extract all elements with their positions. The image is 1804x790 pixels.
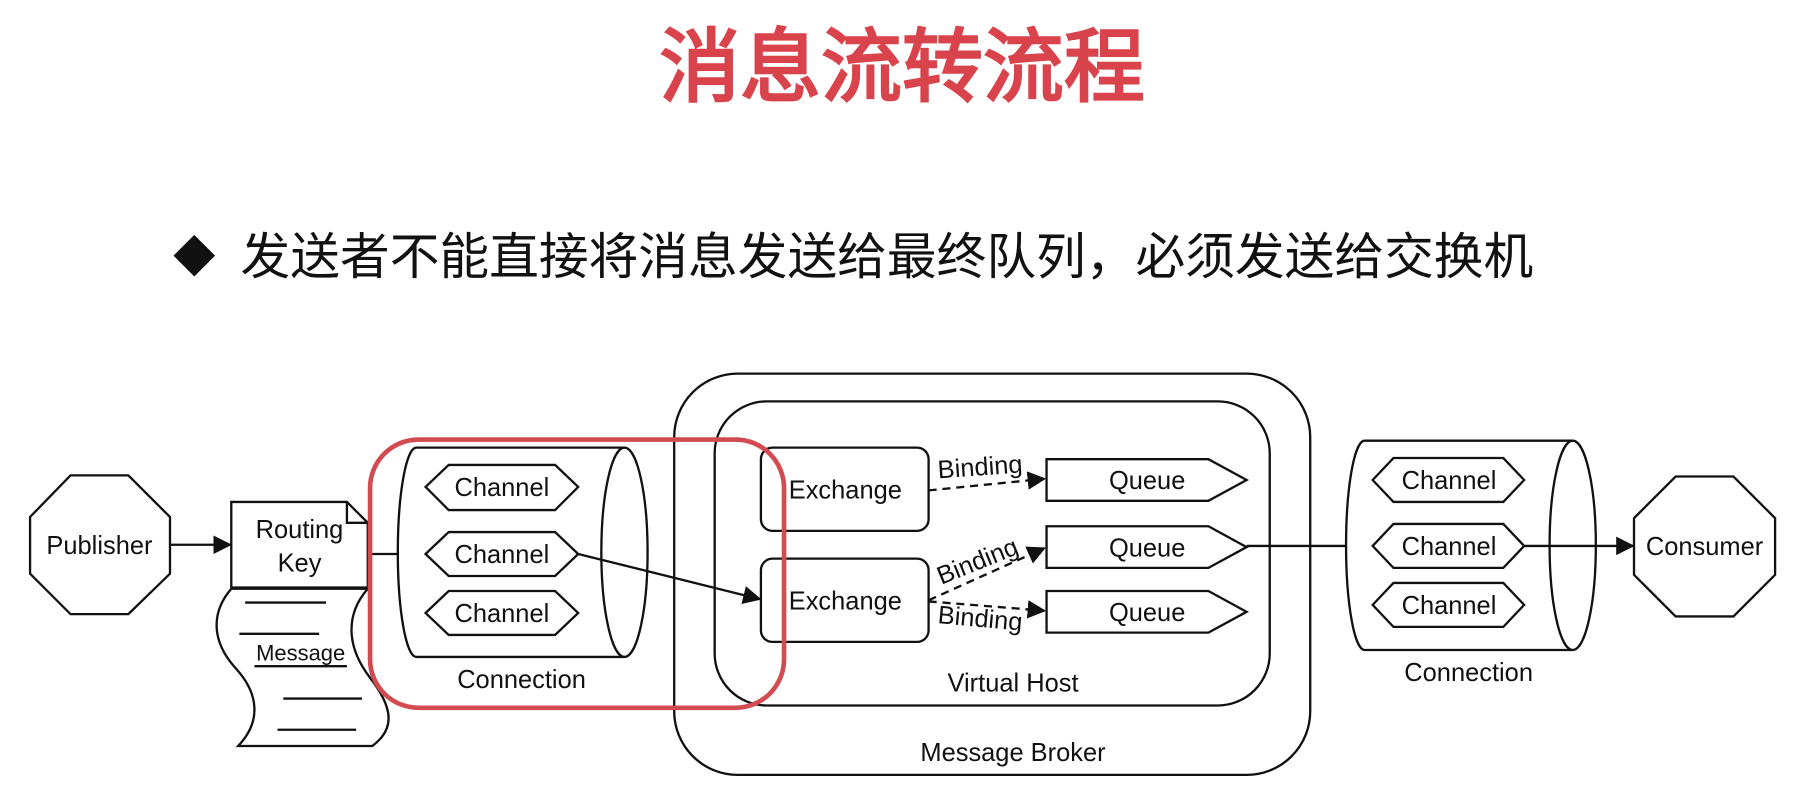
left-channel-1: Channel [423,463,580,512]
bullet-text: 发送者不能直接将消息发送给最终队列，必须发送给交换机 [241,228,1534,286]
exchange-2: Exchange [759,557,930,644]
right-channel-3: Channel [1371,581,1526,629]
binding-3-label: Binding [937,601,1024,636]
binding-3: Binding [928,600,1047,637]
routing-key-line-1: Routing [256,516,344,544]
consumer-label: Consumer [1646,533,1764,561]
left-connection: Channel Channel Channel Connection [396,446,649,694]
right-channel-3-label: Channel [1402,592,1497,620]
diamond-bullet-icon [173,234,216,277]
exchange-2-label: Exchange [789,588,902,616]
left-channel-2: Channel [423,530,580,578]
virtual-host: Virtual Host [713,400,1271,707]
bullet-point: 发送者不能直接将消息发送给最终队列，必须发送给交换机 [173,228,1533,286]
queue-1-label: Queue [1109,467,1185,495]
queue-2: Queue [1045,525,1250,570]
publisher-node: Publisher [28,474,172,616]
queue-3: Queue [1045,589,1250,634]
queue-2-label: Queue [1109,534,1185,562]
routing-key-document: Routing Key [230,500,369,589]
left-connection-label: Connection [457,666,586,694]
consumer-node: Consumer [1632,475,1777,618]
routing-key-line-2: Key [278,549,322,577]
right-channel-1: Channel [1371,456,1526,504]
left-channel-3: Channel [423,589,580,637]
binding-1: Binding [928,450,1047,492]
binding-2-label: Binding [933,533,1022,591]
message-flow-diagram: Message Broker Virtual Host Publisher Ro… [28,372,1777,777]
publisher-label: Publisher [46,532,153,560]
left-channel-1-label: Channel [454,474,549,502]
message-label: Message [256,640,345,665]
message-broker-label: Message Broker [920,739,1106,767]
binding-1-label: Binding [937,450,1024,484]
binding-2: Binding [928,533,1046,602]
page-title: 消息流转流程 [659,21,1145,115]
channel-to-exchange-arrow [577,552,762,605]
right-channel-2-label: Channel [1402,533,1497,561]
right-connection-label: Connection [1404,659,1533,687]
left-channel-2-label: Channel [454,541,549,569]
virtual-host-label: Virtual Host [948,670,1079,698]
exchange-1: Exchange [759,446,930,533]
message-broker: Message Broker [673,372,1312,777]
right-channel-1-label: Channel [1402,467,1497,495]
right-connection: Channel Channel Channel Connection [1344,439,1597,687]
queue-1: Queue [1045,458,1250,502]
right-channel-2: Channel [1371,522,1526,570]
left-channel-3-label: Channel [454,600,549,628]
exchange-1-label: Exchange [789,476,902,504]
connection-highlight-frame [367,437,787,711]
message-paper: Message [215,587,390,748]
queue-3-label: Queue [1109,599,1185,627]
